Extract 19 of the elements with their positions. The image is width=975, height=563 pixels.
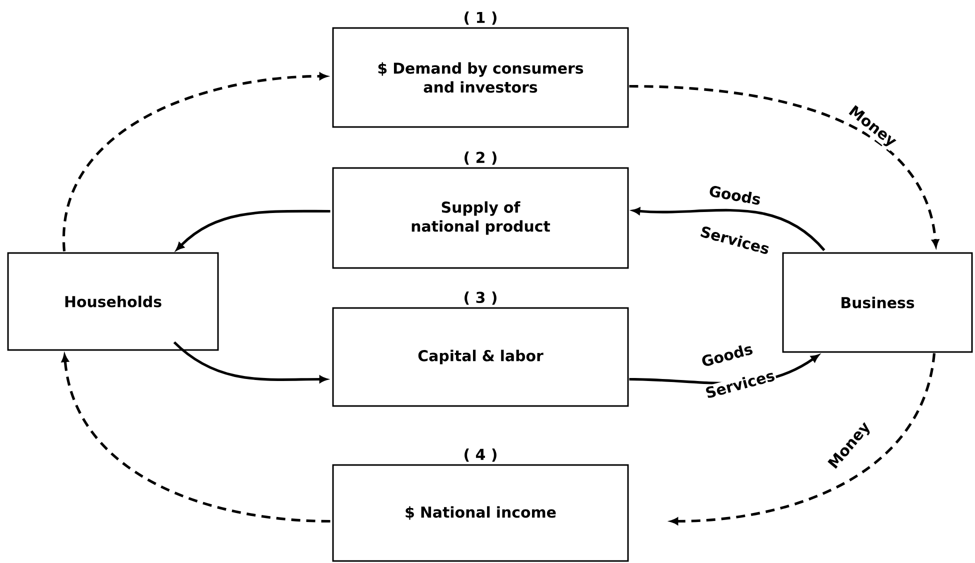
process-box: Households — [7, 252, 219, 351]
arrow — [62, 354, 330, 523]
arrow — [176, 210, 330, 250]
step-number: ( 3 ) — [464, 292, 496, 305]
edge-label: Goods — [698, 341, 756, 369]
arrow — [670, 353, 936, 525]
process-box: Supply of national product — [332, 167, 629, 269]
process-box: Business — [782, 252, 973, 353]
edge-label: Goods — [707, 184, 763, 206]
arrow — [632, 208, 826, 252]
process-box: $ Demand by consumers and investors — [332, 27, 629, 128]
step-number: ( 2 ) — [464, 152, 496, 165]
step-number: ( 4 ) — [464, 448, 496, 462]
step-number: ( 1 ) — [464, 12, 496, 25]
arrow — [173, 341, 328, 383]
arrow — [629, 84, 939, 248]
process-box: $ National income — [332, 464, 629, 562]
arrow — [62, 72, 328, 252]
process-box: Capital & labor — [332, 307, 629, 407]
